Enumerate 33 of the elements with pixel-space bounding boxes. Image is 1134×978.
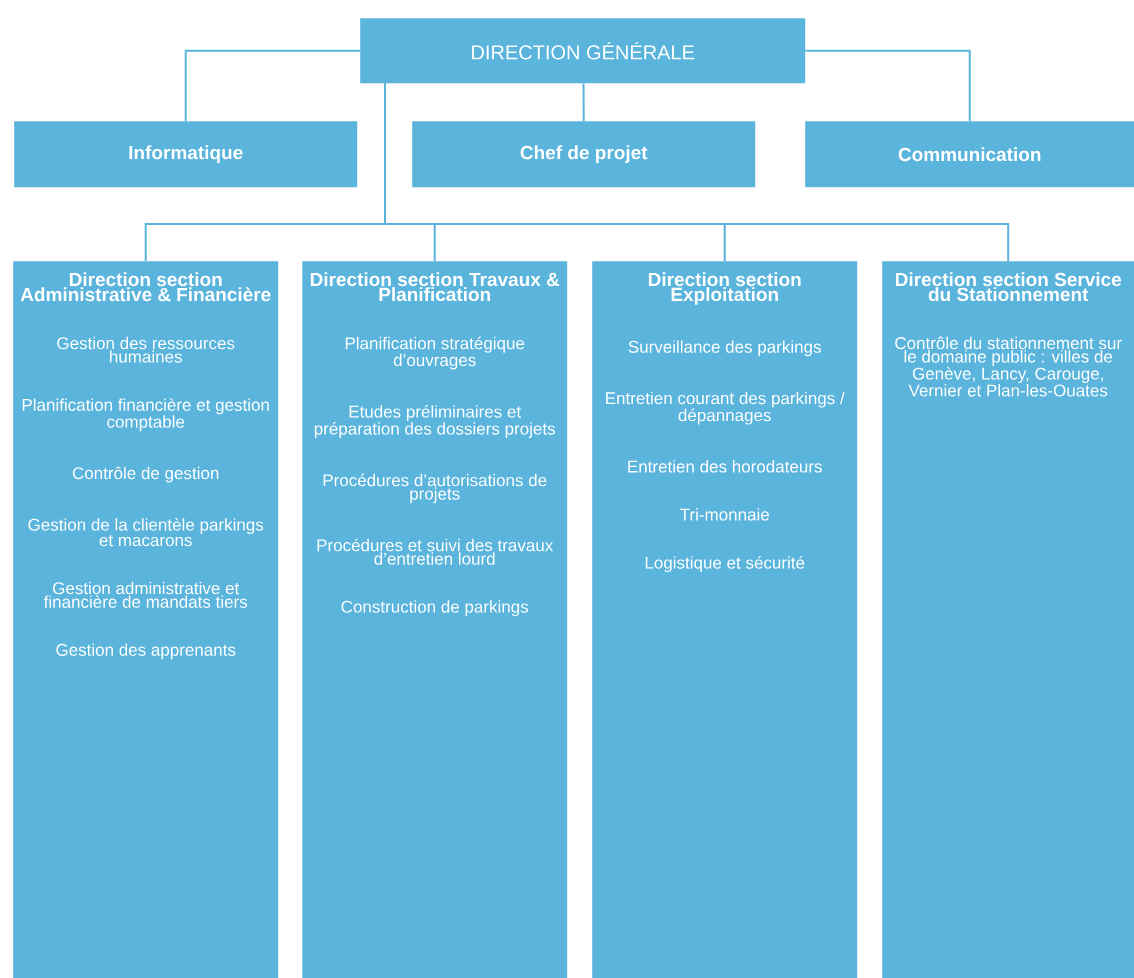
- task-text: Gestion des ressources humaines: [57, 336, 235, 363]
- department-box: Informatique: [14, 121, 358, 188]
- section-heading: Direction section Exploitation: [648, 272, 801, 305]
- task-text: Contrôle du stationnement sur le domaine public : villes de Genève, Lancy, Carouge, Vernier et Plan-les-Ouates: [895, 336, 1122, 397]
- section-column: [13, 261, 279, 978]
- task-text: Gestion de la clientèle parkings et macarons: [28, 518, 264, 547]
- section-column: [302, 261, 568, 978]
- section-column: [592, 261, 858, 978]
- task-text: Surveillance des parkings: [628, 340, 821, 357]
- department-box: Communication: [805, 121, 1134, 188]
- section-heading: Direction section Travaux & Planification: [310, 272, 560, 302]
- task-text: Etudes préliminaires et préparation des dossiers projets: [314, 405, 555, 439]
- task-text: Gestion administrative et financière de mandats tiers: [43, 581, 248, 608]
- connector-line: [184, 49, 361, 122]
- task-text: Tri-monnaie: [680, 508, 769, 521]
- task-text: Entretien courant des parkings / dépannages: [606, 391, 845, 425]
- task-text: Procédures et suivi des travaux d’entretien lourd: [317, 538, 554, 565]
- task-text: Planification financière et gestion comptable: [22, 398, 269, 432]
- connector-line: [582, 82, 585, 122]
- task-text: Contrôle de gestion: [72, 466, 219, 483]
- task-text: Procédures d’autorisations de projets: [323, 473, 547, 504]
- task-text: Gestion des apprenants: [56, 643, 236, 660]
- task-text: Logistique et sécurité: [645, 556, 805, 573]
- connector-line: [804, 49, 971, 122]
- section-heading: Direction section Administrative & Financière: [20, 272, 271, 302]
- task-text: Planification stratégique d’ouvrages: [345, 336, 525, 370]
- section-heading: Direction section Service du Stationnement: [895, 272, 1122, 302]
- task-text: Entretien des horodateurs: [628, 460, 822, 473]
- section-column: [882, 261, 1134, 978]
- task-text: Construction de parkings: [341, 600, 529, 617]
- connector-line: [384, 82, 1010, 262]
- header-box: DIRECTION GÉNÉRALE: [360, 18, 806, 84]
- department-box: Chef de projet: [412, 121, 756, 188]
